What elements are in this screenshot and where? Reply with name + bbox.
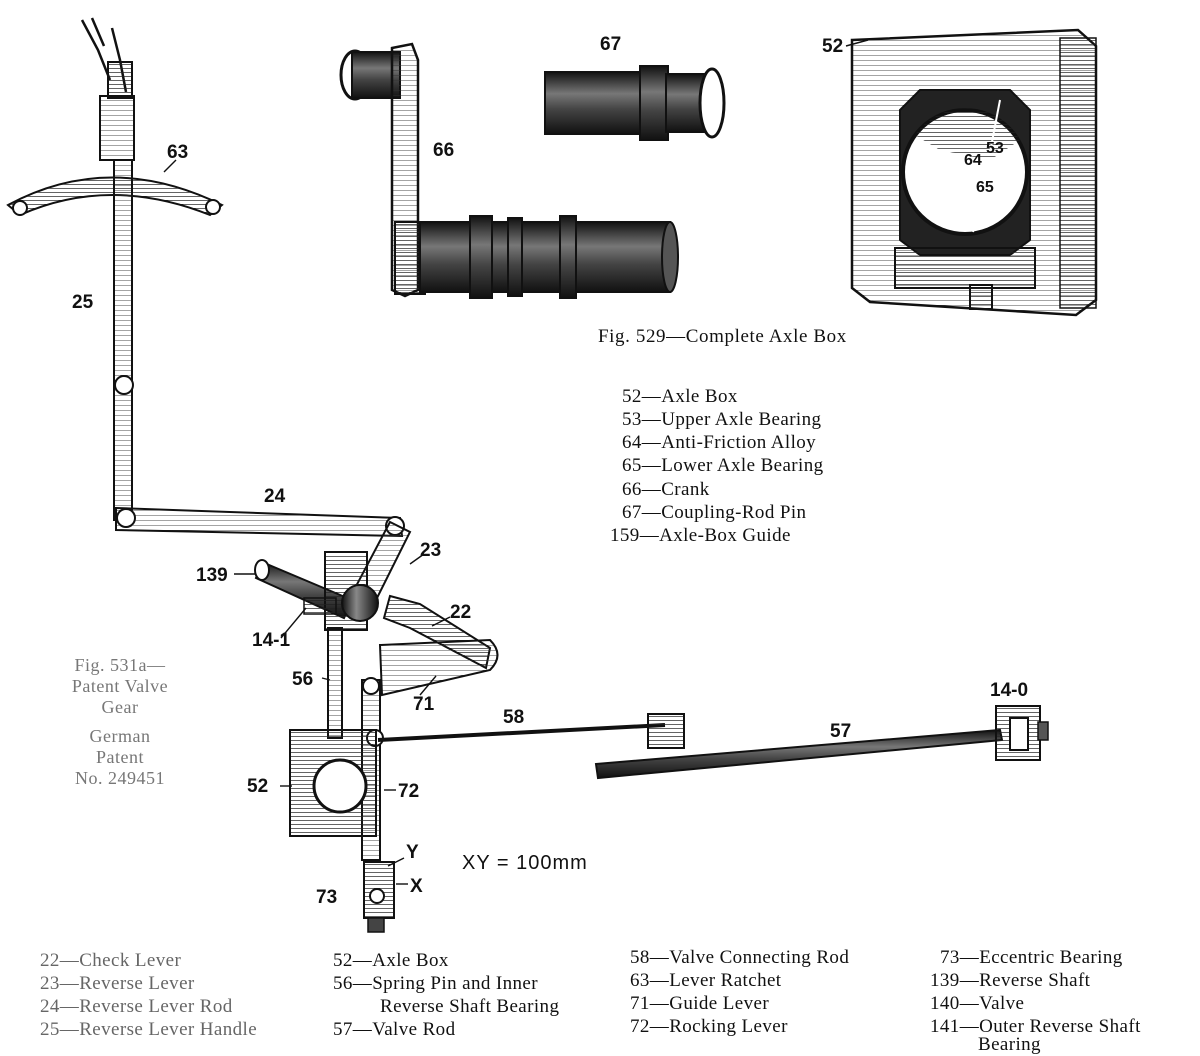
callout-66: 66	[433, 140, 454, 161]
legend-line: 159—Axle-Box Guide	[610, 525, 791, 546]
coupling-rod-pin-illustration	[544, 65, 726, 141]
legend-line: 66—Crank	[622, 479, 710, 500]
caption-line: Patent	[96, 747, 144, 767]
callout-71: 71	[413, 694, 435, 715]
legend-line: 53—Upper Axle Bearing	[622, 409, 822, 430]
callout-56: 56	[292, 669, 313, 690]
callout-53: 53	[986, 140, 1004, 157]
legend-line: 52—Axle Box	[333, 950, 449, 971]
callout-63: 63	[167, 142, 188, 163]
legend-line: 63—Lever Ratchet	[630, 970, 782, 991]
legend-line: 65—Lower Axle Bearing	[622, 455, 824, 476]
legend-line: 22—Check Lever	[40, 950, 182, 971]
legend-line: 24—Reverse Lever Rod	[40, 996, 233, 1017]
callout-52-box: 52	[822, 36, 843, 57]
legend-line: 71—Guide Lever	[630, 993, 770, 1014]
callout-64: 64	[964, 152, 982, 169]
valve-gear-illustration	[6, 17, 1049, 933]
legend-line: 140—Valve	[930, 993, 1025, 1014]
callout-58: 58	[503, 707, 524, 728]
legend-line: 57—Valve Rod	[333, 1019, 456, 1040]
callout-67: 67	[600, 34, 621, 55]
callout-57: 57	[830, 721, 851, 742]
callout-141: 14-1	[252, 630, 290, 651]
callout-139: 139	[196, 565, 228, 586]
caption-line: German	[89, 726, 151, 746]
legend-line: 23—Reverse Lever	[40, 973, 195, 994]
callout-72: 72	[398, 781, 419, 802]
crank-illustration	[339, 42, 679, 299]
legend-line: Bearing	[978, 1034, 1041, 1055]
legend-line: 52—Axle Box	[622, 386, 738, 407]
callout-X: X	[410, 876, 423, 897]
legend-line: 25—Reverse Lever Handle	[40, 1019, 258, 1040]
callout-73: 73	[316, 887, 337, 908]
callout-25: 25	[72, 292, 94, 313]
legend-line: 141—Outer Reverse Shaft	[930, 1016, 1141, 1037]
legend-line: 73—Eccentric Bearing	[940, 947, 1123, 968]
legend-line: 64—Anti-Friction Alloy	[622, 432, 817, 453]
legend-line: 56—Spring Pin and Inner	[333, 973, 538, 994]
axle-box-illustration	[850, 28, 1098, 317]
fig-531a-caption: Fig. 531a— Patent Valve Gear German Pate…	[40, 655, 200, 789]
caption-line: No. 249451	[75, 768, 165, 788]
dimension-note: XY = 100mm	[462, 852, 588, 874]
callout-52-gear: 52	[247, 776, 268, 797]
caption-line: Fig. 531a—	[74, 655, 166, 675]
callout-Y: Y	[406, 842, 419, 863]
caption-line: Patent Valve	[71, 676, 169, 696]
callout-22: 22	[450, 602, 471, 623]
legend-line: 67—Coupling-Rod Pin	[622, 502, 807, 523]
legend-line: 58—Valve Connecting Rod	[630, 947, 850, 968]
legend-line: Reverse Shaft Bearing	[380, 996, 560, 1017]
callout-65: 65	[976, 179, 994, 196]
legend-line: 139—Reverse Shaft	[930, 970, 1091, 991]
fig-529-caption: Fig. 529—Complete Axle Box	[598, 326, 847, 347]
callout-24: 24	[264, 486, 286, 507]
callout-140: 14-0	[990, 680, 1028, 701]
callout-23: 23	[420, 540, 441, 561]
legend-line: 72—Rocking Lever	[630, 1016, 788, 1037]
caption-line: Gear	[101, 697, 139, 717]
